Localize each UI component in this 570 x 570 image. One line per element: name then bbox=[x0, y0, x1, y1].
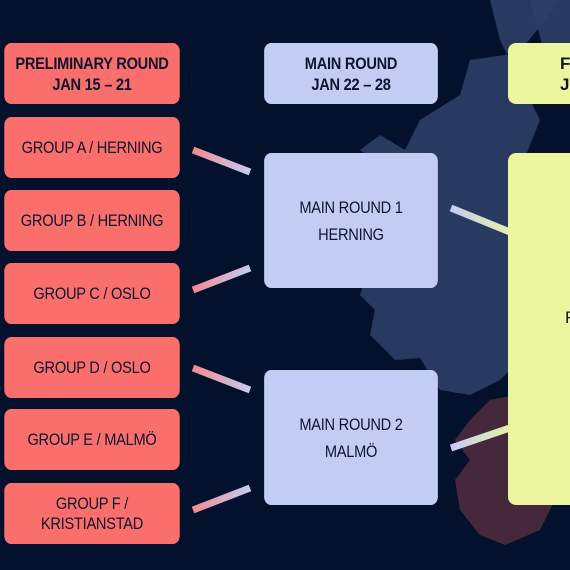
final-round-title-fragment: FI bbox=[560, 53, 570, 73]
main-round-1-name: MAIN ROUND 1 bbox=[299, 197, 403, 217]
connector-main-round-1 bbox=[449, 204, 512, 236]
final-round-header: FI J bbox=[508, 43, 570, 104]
main-round-title: MAIN ROUND bbox=[304, 53, 398, 73]
group-e-label: GROUP E / MALMÖ bbox=[27, 429, 157, 449]
main-round-1-city: HERNING bbox=[318, 224, 384, 244]
group-f-label: GROUP F / KRISTIANSTAD bbox=[40, 493, 144, 533]
group-f-box: GROUP F / KRISTIANSTAD bbox=[4, 483, 180, 544]
final-round-box: F bbox=[508, 153, 570, 505]
main-round-2-name: MAIN ROUND 2 bbox=[299, 414, 403, 434]
group-a-box: GROUP A / HERNING bbox=[4, 117, 180, 178]
preliminary-round-title: PRELIMINARY ROUND bbox=[15, 53, 169, 73]
group-d-box: GROUP D / OSLO bbox=[4, 337, 180, 398]
connector-group-c bbox=[191, 264, 252, 294]
group-b-box: GROUP B / HERNING bbox=[4, 190, 180, 251]
connector-group-a bbox=[191, 146, 252, 176]
connector-main-round-2 bbox=[449, 424, 512, 452]
main-round-2-city: MALMÖ bbox=[324, 441, 378, 461]
connector-group-f bbox=[191, 484, 252, 514]
group-c-box: GROUP C / OSLO bbox=[4, 263, 180, 324]
group-d-label: GROUP D / OSLO bbox=[33, 357, 151, 377]
main-round-1-box: MAIN ROUND 1 HERNING bbox=[264, 153, 438, 288]
final-round-body-fragment: F bbox=[565, 304, 570, 331]
group-b-label: GROUP B / HERNING bbox=[20, 210, 164, 230]
main-round-2-box: MAIN ROUND 2 MALMÖ bbox=[264, 370, 438, 505]
group-c-label: GROUP C / OSLO bbox=[33, 283, 151, 303]
final-round-dates-fragment: J bbox=[560, 74, 570, 94]
preliminary-round-dates: JAN 15 – 21 bbox=[52, 74, 132, 94]
preliminary-round-header: PRELIMINARY ROUND JAN 15 – 21 bbox=[4, 43, 180, 104]
group-a-label: GROUP A / HERNING bbox=[21, 137, 163, 157]
connector-group-d bbox=[191, 364, 252, 394]
main-round-header: MAIN ROUND JAN 22 – 28 bbox=[264, 43, 438, 104]
group-e-box: GROUP E / MALMÖ bbox=[4, 409, 180, 470]
main-round-dates: JAN 22 – 28 bbox=[311, 74, 391, 94]
